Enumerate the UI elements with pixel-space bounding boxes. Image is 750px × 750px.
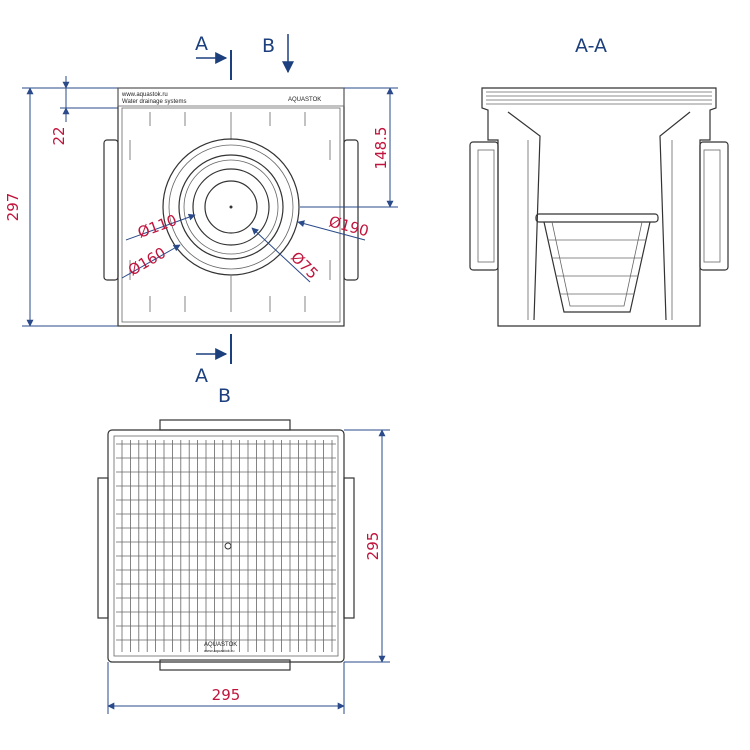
grate-grid — [116, 440, 336, 652]
section-a-top-label: A — [195, 33, 208, 55]
grate-bottom-tab — [159, 659, 291, 671]
outlet-ring-190 — [162, 138, 300, 276]
top-url-text: www.aquastok.ru — [121, 92, 168, 98]
grate-dim-horizontal-text: 295 — [212, 686, 241, 704]
section-b-bottom-label: B — [218, 385, 231, 407]
leader-75 — [251, 227, 311, 283]
section-inner-wall-right — [659, 111, 691, 321]
section-left-lug — [469, 141, 499, 271]
outlet-ring-160 — [178, 154, 284, 260]
grate-dim-vertical-text: 295 — [364, 532, 382, 561]
top-view-ribs — [129, 112, 331, 312]
outlet-ring-75 — [204, 180, 258, 234]
section-inner-wall-left — [507, 111, 541, 321]
top-view: www.aquastok.ru Water drainage systems A… — [4, 33, 398, 407]
outlet-ring-110 — [192, 168, 270, 246]
section-body-outline — [481, 87, 717, 327]
section-grate-hatch — [486, 91, 712, 101]
leader-160 — [121, 244, 181, 279]
top-tagline-text: Water drainage systems — [122, 99, 186, 105]
dim-297-text: 297 — [4, 193, 22, 222]
dim-75-text: Ø75 — [287, 248, 322, 283]
section-view: A-A — [469, 35, 729, 327]
top-brand-text: AQUASTOK — [288, 97, 321, 103]
dim-110-text: Ø110 — [135, 211, 179, 242]
grate-view: AQUASTOK www.aquastok.ru 295 295 — [97, 419, 390, 714]
leader-110 — [125, 213, 196, 241]
section-right-lug — [699, 141, 729, 271]
dim-160-text: Ø160 — [125, 244, 169, 280]
dim-22-text: 22 — [50, 126, 68, 145]
grate-brand-text: AQUASTOK — [204, 642, 237, 648]
grate-url-text: www.aquastok.ru — [204, 648, 234, 653]
leader-190 — [297, 220, 366, 241]
section-title: A-A — [575, 35, 607, 57]
grate-left-tab — [97, 477, 109, 619]
grate-top-tab — [159, 419, 291, 431]
grate-frame — [107, 429, 345, 663]
grate-right-tab — [343, 477, 355, 619]
section-a-bottom-label: A — [195, 365, 208, 387]
section-basket — [535, 213, 659, 313]
left-lug — [103, 139, 119, 281]
section-b-top-label: B — [262, 35, 275, 57]
dim-148-text: 148.5 — [372, 127, 390, 170]
right-lug — [343, 139, 359, 281]
